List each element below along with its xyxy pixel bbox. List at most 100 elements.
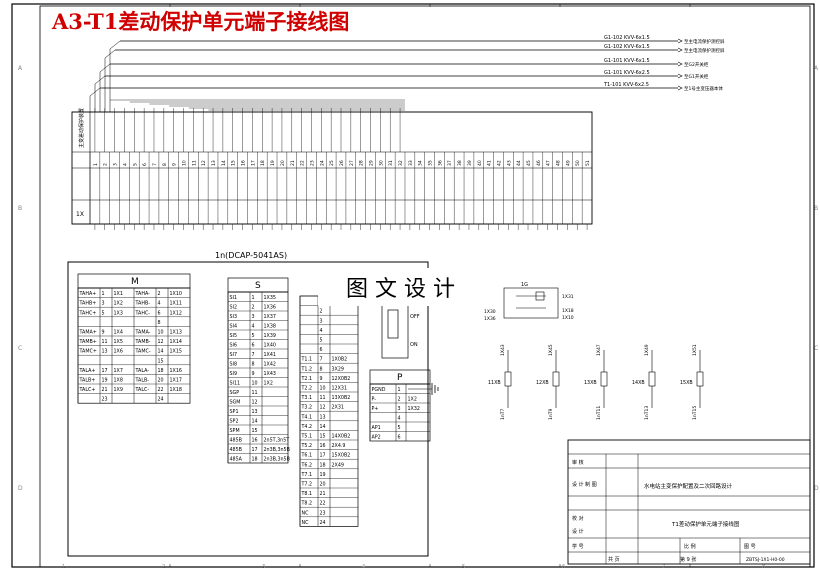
cable-fan bbox=[94, 75, 106, 85]
terminal-number: 47 bbox=[546, 160, 552, 166]
breaker-bottom-tag: 1nT7 bbox=[500, 409, 506, 420]
terminal-number: 45 bbox=[526, 160, 532, 166]
breaker-bottom-tag: 1nT13 bbox=[644, 406, 650, 420]
title-block bbox=[567, 439, 811, 565]
terminal-number: 36 bbox=[437, 160, 443, 166]
module-t-cell: T4.2 bbox=[301, 424, 313, 430]
breaker-label: 11XB bbox=[488, 380, 501, 386]
module-s-cell: 485B bbox=[230, 447, 242, 453]
module-p-label: P bbox=[397, 373, 403, 383]
module-t-cell: 20 bbox=[320, 482, 326, 488]
terminal-group-label: 主变差动保护装置 bbox=[78, 108, 85, 148]
module-s-cell: 1X40 bbox=[264, 343, 276, 349]
breaker-bottom-tag: 1nT9 bbox=[548, 409, 554, 420]
module-m-cell: TAHC- bbox=[135, 310, 151, 316]
module-m-cell: 1X10 bbox=[170, 291, 182, 297]
module-s-cell: 1X38 bbox=[264, 324, 276, 330]
terminal-number: 17 bbox=[250, 160, 256, 166]
module-m-cell: TAHA- bbox=[135, 291, 151, 297]
module-s-cell: 12 bbox=[252, 400, 258, 406]
cable-arrow bbox=[677, 73, 683, 79]
breaker-bottom-tag: 1nT11 bbox=[596, 406, 602, 420]
module-m-cell: 1X5 bbox=[114, 339, 123, 345]
module-s-cell: SI2 bbox=[230, 305, 238, 311]
terminal-number: 27 bbox=[349, 160, 355, 166]
terminal-number: 2 bbox=[103, 163, 109, 166]
module-s-cell: 1X43 bbox=[264, 371, 276, 377]
module-m-cell: 5 bbox=[102, 310, 105, 316]
cable-code: T1-101 KVV-6x2.5 bbox=[603, 82, 649, 88]
module-m-cell: 1X15 bbox=[170, 349, 182, 355]
module-s-cell: 1X42 bbox=[264, 362, 276, 368]
module-t-cell: 10 bbox=[320, 386, 326, 392]
title-block-label: 图 号 bbox=[744, 544, 756, 550]
switch-circuit-label: 1X30 bbox=[484, 309, 496, 315]
module-m-cell: 17 bbox=[102, 368, 108, 374]
module-m-cell: TAMB+ bbox=[79, 339, 97, 345]
module-s-cell: 9 bbox=[252, 371, 255, 377]
terminal-number: 23 bbox=[309, 160, 315, 166]
module-t-cell: 12X31 bbox=[332, 386, 348, 392]
breaker-top-tag: 1X45 bbox=[548, 344, 554, 356]
module-m-cell: 1X4 bbox=[114, 330, 123, 336]
module-t-cell: 5 bbox=[320, 338, 323, 344]
terminal-number: 15 bbox=[231, 160, 237, 166]
module-m-cell: TALA- bbox=[135, 368, 150, 374]
module-p-cell: AP1 bbox=[372, 425, 381, 431]
terminal-number: 31 bbox=[388, 160, 394, 166]
module-m-cell: 6 bbox=[158, 310, 161, 316]
module-t-cell: T6.2 bbox=[301, 462, 313, 468]
module-m-cell: 9 bbox=[102, 330, 105, 336]
terminal-number: 16 bbox=[241, 160, 247, 166]
module-s-cell: 2 bbox=[252, 305, 255, 311]
module-s-cell: 485B bbox=[230, 438, 242, 444]
terminal-number: 34 bbox=[418, 160, 424, 166]
module-t-cell: 14 bbox=[320, 424, 326, 430]
module-m-cell: TALC+ bbox=[79, 387, 96, 393]
frame-col-mark: 3 bbox=[262, 564, 265, 570]
terminal-number: 39 bbox=[467, 160, 473, 166]
terminal-number: 50 bbox=[575, 160, 581, 166]
breaker-label: 15XB bbox=[680, 380, 693, 386]
module-t-cell: 15X0B2 bbox=[332, 453, 351, 459]
module-m-cell: 1X18 bbox=[170, 387, 182, 393]
breaker-top-tag: 1X49 bbox=[644, 344, 650, 356]
breaker-body bbox=[552, 371, 560, 387]
module-m-cell: 3 bbox=[102, 301, 105, 307]
module-s-cell: 18 bbox=[252, 457, 258, 463]
terminal-number: 40 bbox=[477, 160, 483, 166]
cable-arrow bbox=[677, 61, 683, 67]
terminal-number: 22 bbox=[300, 160, 306, 166]
module-t-cell: T6.1 bbox=[301, 453, 313, 459]
terminal-number: 7 bbox=[152, 163, 158, 166]
terminal-number: 43 bbox=[506, 160, 512, 166]
module-s-cell: SGP bbox=[230, 390, 240, 396]
module-m-cell: 1X8 bbox=[114, 378, 123, 384]
module-m-cell: TAMC- bbox=[135, 349, 151, 355]
terminal-number: 13 bbox=[211, 160, 217, 166]
frame-row-mark: B bbox=[18, 205, 22, 212]
module-m-cell: 1X7 bbox=[114, 368, 123, 374]
module-t-cell: 12 bbox=[320, 405, 326, 411]
terminal-number: 24 bbox=[319, 160, 325, 166]
terminal-strip-label: 1X bbox=[76, 211, 84, 218]
module-m-cell: TAMA+ bbox=[79, 330, 97, 336]
terminal-number: 49 bbox=[565, 160, 571, 166]
watermark-overlay: 图文设计 bbox=[318, 268, 490, 306]
inner-frame bbox=[39, 5, 811, 568]
module-t-cell: T7.1 bbox=[301, 472, 313, 478]
frame-row-mark: D bbox=[814, 485, 819, 492]
module-t-cell: NC bbox=[302, 520, 310, 526]
terminal-number: 32 bbox=[398, 160, 404, 166]
module-m-cell: 1X6 bbox=[114, 349, 123, 355]
module-s-cell: 485A bbox=[230, 457, 243, 463]
module-s-cell: SI9 bbox=[230, 371, 238, 377]
module-t-cell: 21 bbox=[320, 491, 326, 497]
terminal-number: 18 bbox=[260, 160, 266, 166]
module-m-cell: 22 bbox=[158, 387, 164, 393]
cable-code: G1-101 KVV-6x2.5 bbox=[604, 70, 650, 76]
terminal-number: 9 bbox=[172, 163, 178, 166]
frame-row-mark: C bbox=[18, 345, 22, 352]
cable-code: G1-102 KVV-6x1.5 bbox=[604, 44, 650, 50]
module-t-cell: 8 bbox=[320, 366, 323, 372]
